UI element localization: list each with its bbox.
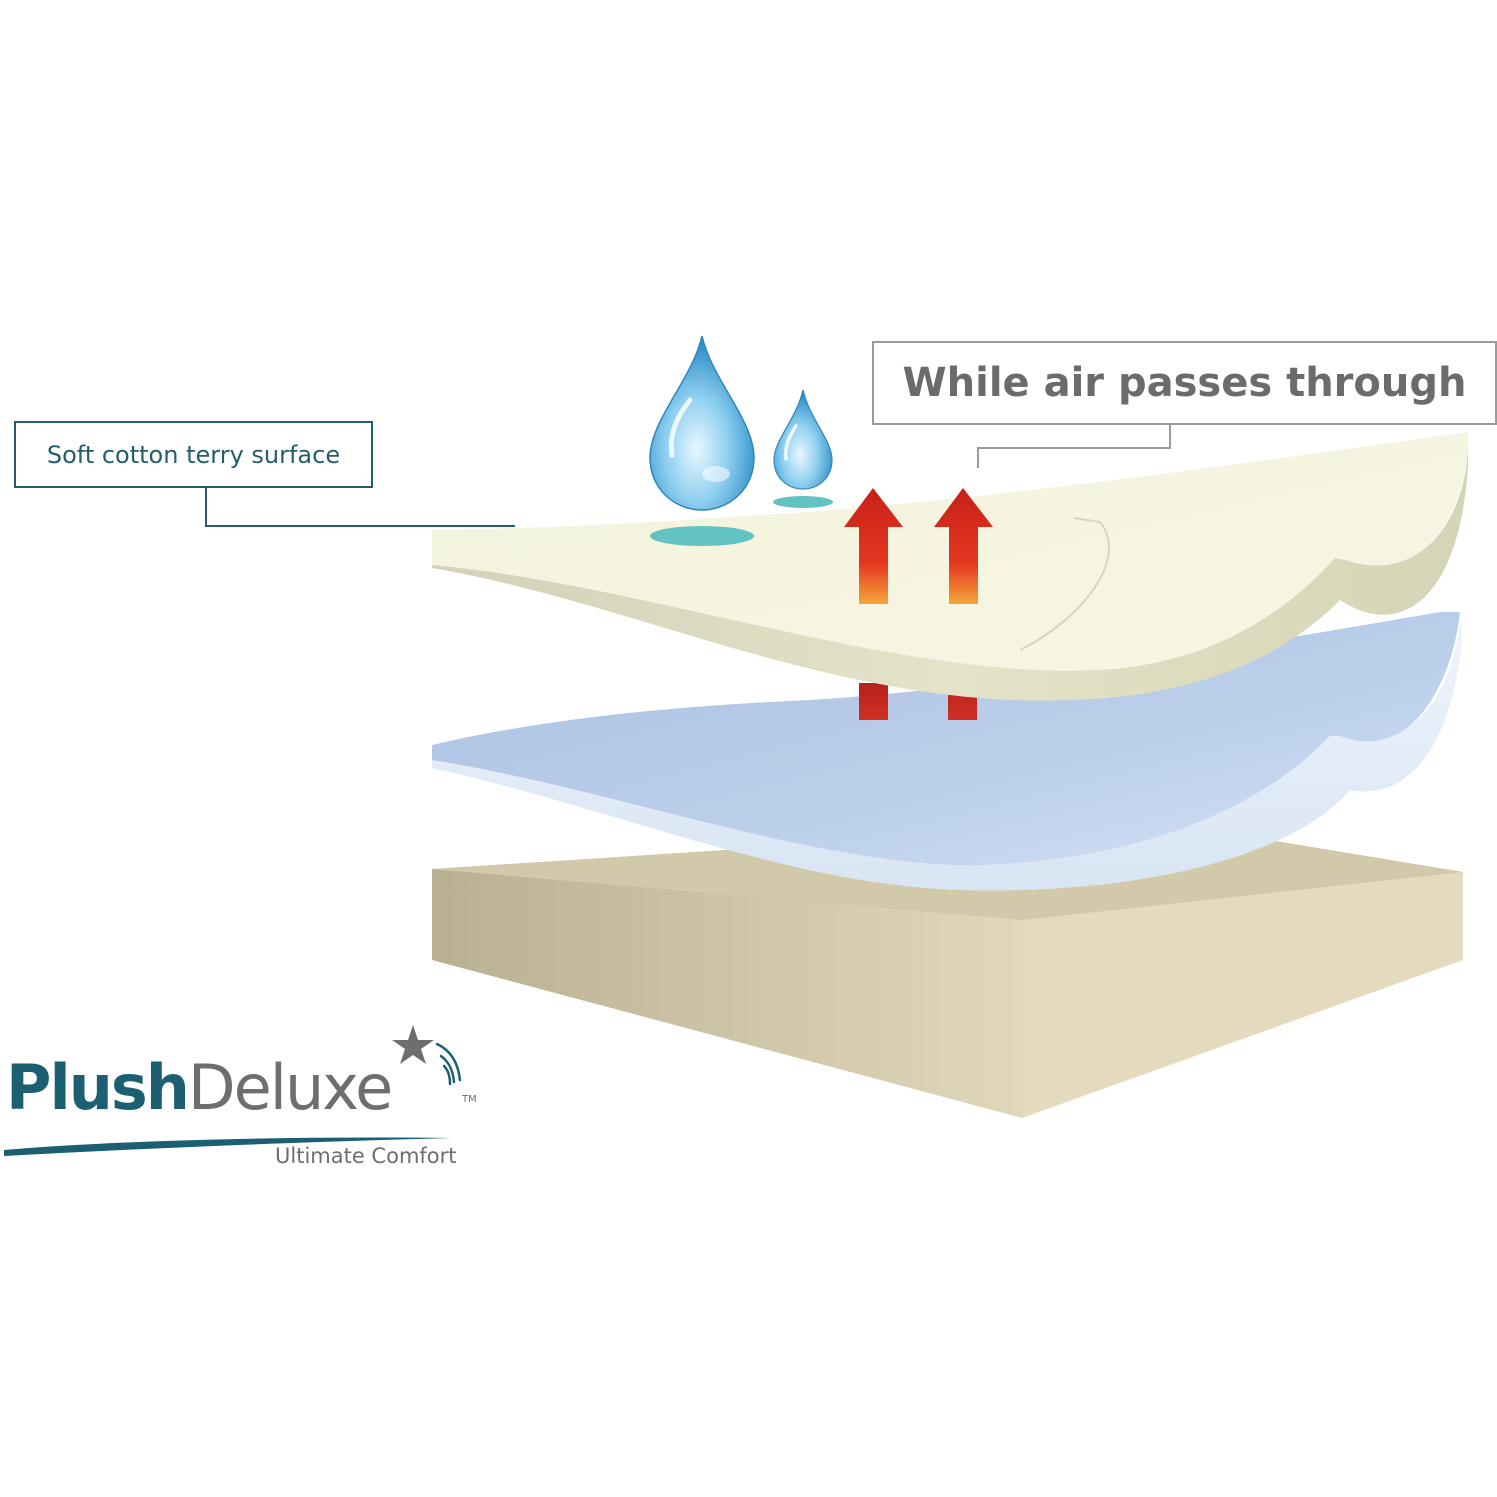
logo-underline-swoosh — [4, 1137, 452, 1156]
leader-airflow — [977, 425, 1171, 468]
airflow-arrows-upper — [844, 488, 993, 604]
callout-soft-terry-label: Soft cotton terry surface — [46, 440, 341, 469]
callout-air-passes: While air passes through — [872, 341, 1497, 425]
brand-name-plush: Plush — [6, 1051, 190, 1124]
brand-tagline: Ultimate Comfort — [275, 1144, 457, 1168]
logo-star-icon — [392, 1025, 434, 1064]
brand-logo: PlushDeluxe — [6, 1051, 393, 1124]
logo-swoosh-arcs — [435, 1042, 462, 1086]
puddle-large — [650, 526, 754, 546]
water-droplets — [649, 335, 833, 546]
logo-graphics — [4, 1025, 462, 1156]
callout-air-label: While air passes through — [902, 360, 1467, 406]
arrow-lower-1 — [859, 683, 888, 720]
callout-soft-terry-surface: Soft cotton terry surface — [14, 421, 373, 488]
puddle-small — [773, 496, 833, 508]
droplet-large-icon — [649, 335, 755, 511]
brand-trademark: TM — [462, 1094, 477, 1105]
arrow-upper-2 — [934, 488, 993, 604]
callout-leaders — [205, 425, 1171, 527]
arrow-upper-1 — [844, 488, 903, 604]
brand-name-deluxe: Deluxe — [187, 1051, 393, 1124]
droplet-small-icon — [773, 389, 833, 490]
leader-soft-surface — [205, 488, 515, 527]
